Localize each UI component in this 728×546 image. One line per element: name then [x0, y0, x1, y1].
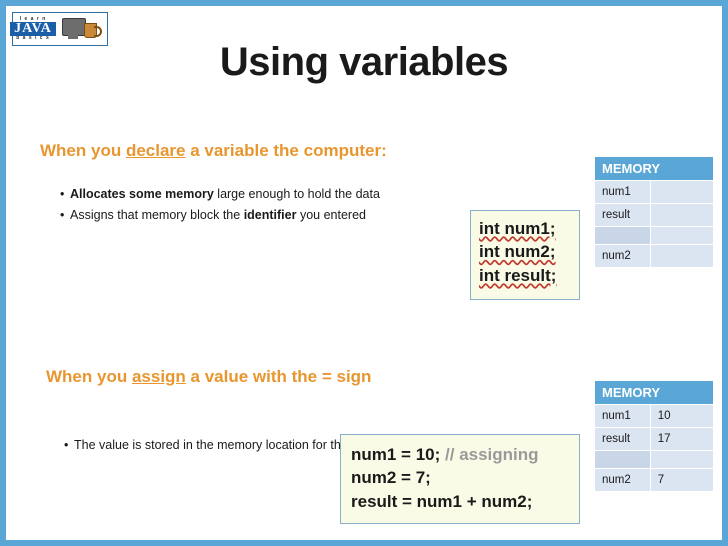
memory-cell-label: result	[594, 427, 651, 451]
memory-cell-value	[649, 450, 715, 469]
list-item-rest: large enough to hold the data	[213, 187, 380, 201]
section1-heading-pre: When you	[40, 141, 126, 160]
memory-cell-label	[594, 450, 651, 469]
code-block-assign: num1 = 10; // assigning num2 = 7; result…	[340, 434, 580, 524]
list-item-text: The value is stored in the memory locati…	[74, 438, 399, 452]
monitor-base-icon	[68, 34, 78, 39]
table-row	[594, 226, 715, 245]
memory-table-header: MEMORY	[594, 380, 714, 405]
memory-table-assign: MEMORY num1 10 result 17 num2 7	[594, 380, 715, 492]
code-line: int result;	[479, 264, 571, 287]
bullet-dot-icon: •	[60, 187, 65, 201]
table-row: result 17	[594, 427, 715, 451]
memory-table-declare: MEMORY num1 result num2	[594, 156, 715, 268]
list-item: • Allocates some memory large enough to h…	[60, 186, 380, 203]
memory-cell-label: num1	[594, 180, 651, 204]
section2-heading-post: a value with the = sign	[185, 367, 372, 386]
code-block-declare: int num1; int num2; int result;	[470, 210, 580, 300]
code-line-text: int num1;	[479, 219, 556, 238]
memory-cell-value: 17	[649, 427, 715, 451]
coffee-cup-handle-icon	[94, 26, 102, 37]
code-line-text: int result;	[479, 265, 557, 285]
code-line: int num1;	[479, 217, 571, 240]
code-line: num1 = 10; // assigning	[351, 443, 569, 466]
section2-heading: When you assign a value with the = sign	[46, 367, 371, 387]
list-item-bold: Allocates some memory	[70, 187, 214, 201]
monitor-icon	[60, 16, 102, 42]
bullet-dot-icon: •	[60, 208, 65, 222]
code-line-text: int num2;	[479, 242, 556, 262]
code-line: int num2;	[479, 240, 571, 263]
table-row: num1 10	[594, 404, 715, 428]
memory-cell-label	[594, 226, 651, 245]
section2-heading-keyword: assign	[131, 367, 186, 386]
code-line-text: num2 = 7;	[351, 468, 431, 488]
logo-basics-text: b a s i c s	[16, 35, 50, 41]
table-header-row: MEMORY	[594, 380, 714, 405]
code-line-text: num1 = 10;	[351, 445, 441, 464]
table-row: result	[594, 203, 715, 227]
table-row: num1	[594, 180, 715, 204]
memory-table-header: MEMORY	[594, 156, 714, 181]
list-item: • Assigns that memory block the identifie…	[60, 207, 366, 224]
section1-heading: When you declare a variable the computer…	[40, 141, 387, 161]
code-line: result = num1 + num2;	[351, 490, 569, 513]
memory-cell-label: num2	[594, 244, 651, 268]
table-row: num2	[594, 244, 715, 268]
memory-cell-label: result	[594, 203, 651, 227]
list-item-pre: Assigns that memory block the	[70, 208, 244, 222]
logo-learn-text: l e a r n	[19, 16, 47, 22]
slide-content: l e a r n JAVA b a s i c s Using variabl…	[10, 12, 716, 534]
logo-text-block: l e a r n JAVA b a s i c s	[10, 13, 56, 45]
list-item-bold: identifier	[243, 208, 297, 222]
memory-cell-value	[649, 244, 715, 268]
memory-cell-label: num2	[594, 468, 651, 492]
memory-cell-value	[649, 226, 715, 245]
memory-cell-value	[649, 180, 715, 204]
table-row	[594, 450, 715, 469]
table-row: num2 7	[594, 468, 715, 492]
memory-cell-value: 10	[649, 404, 715, 428]
memory-cell-value: 7	[649, 468, 715, 492]
memory-cell-value	[649, 203, 715, 227]
table-header-row: MEMORY	[594, 156, 714, 181]
section1-heading-post: a variable the computer:	[185, 141, 387, 160]
code-line-text: result = num1 + num2;	[351, 491, 533, 511]
logo-java-text: JAVA	[10, 22, 56, 36]
memory-cell-label: num1	[594, 404, 651, 428]
page-title: Using variables	[219, 40, 509, 84]
section1-heading-keyword: declare	[125, 141, 186, 160]
bullet-dot-icon: •	[64, 438, 69, 452]
logo-illustration	[53, 13, 107, 45]
list-item-post: you entered	[296, 208, 366, 222]
logo: l e a r n JAVA b a s i c s	[10, 12, 108, 46]
list-item: • The value is stored in the memory locat…	[64, 437, 398, 454]
section2-heading-pre: When you	[46, 367, 132, 386]
code-comment: // assigning	[440, 445, 539, 464]
code-line: num2 = 7;	[351, 466, 569, 489]
